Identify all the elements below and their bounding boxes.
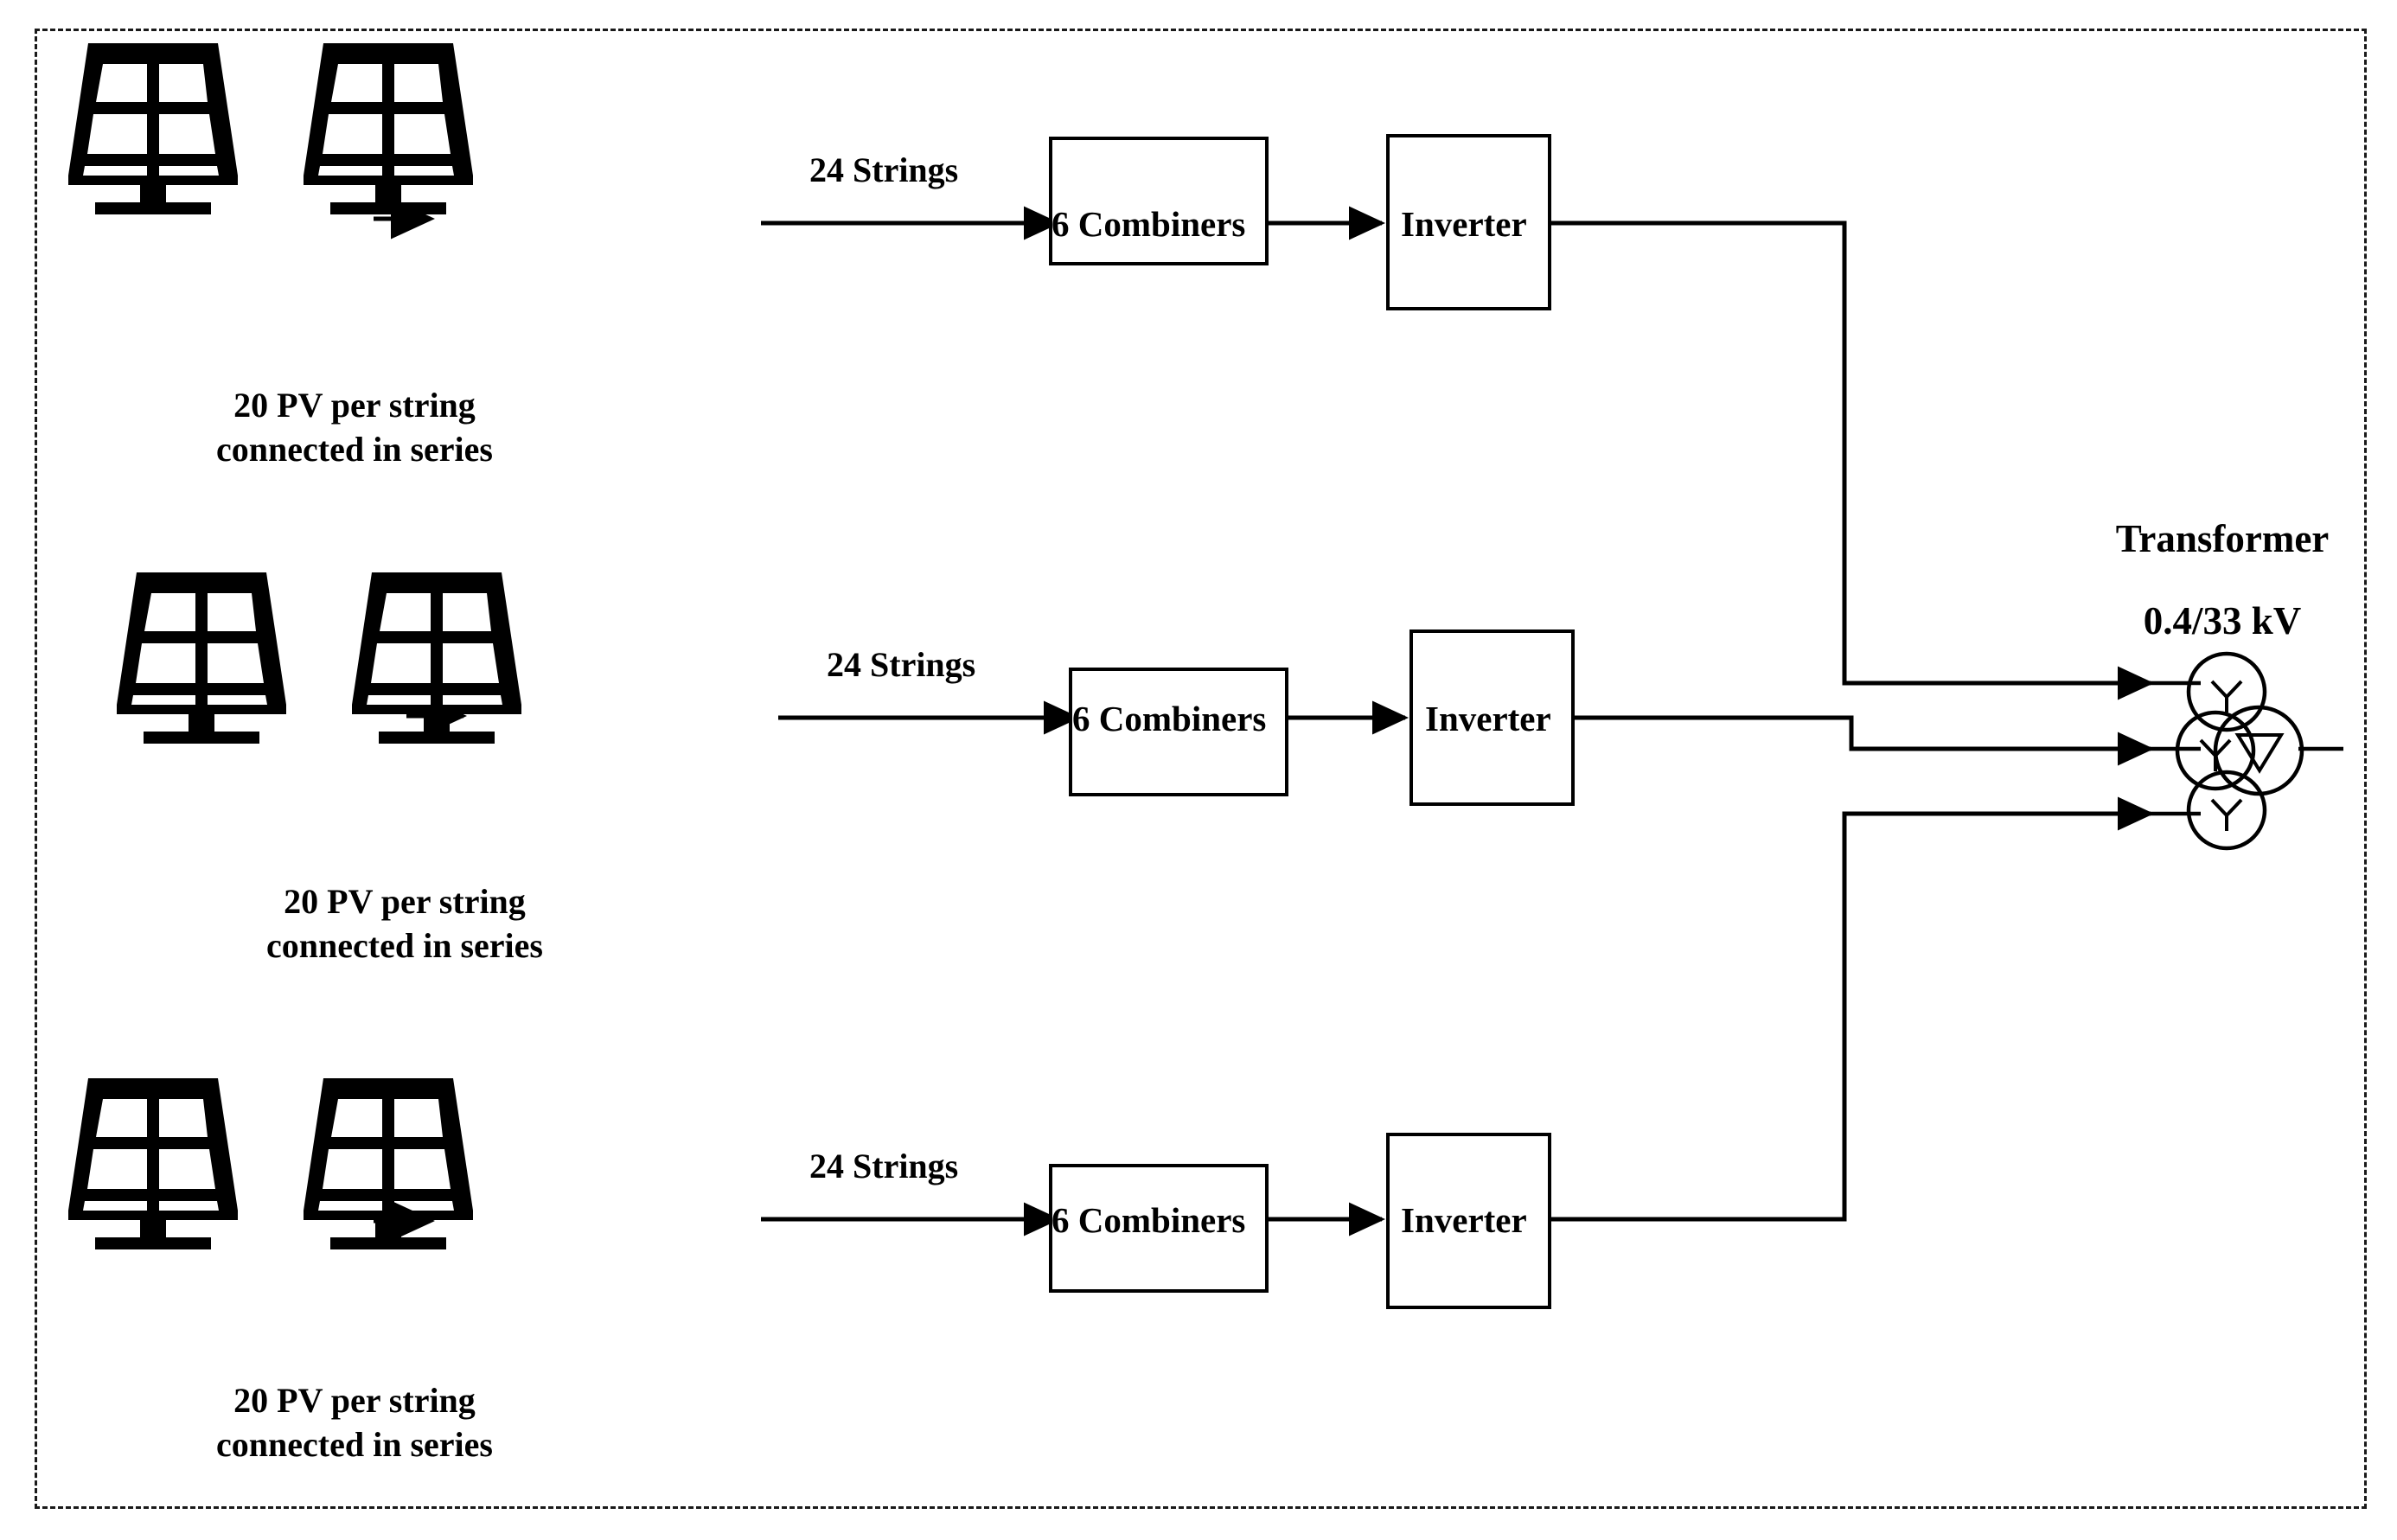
inverter-to-transformer-line (1550, 796, 2155, 1222)
inverter-box[interactable] (1386, 1133, 1551, 1309)
combiner-box[interactable] (1069, 668, 1288, 796)
combiner-box[interactable] (1049, 1164, 1269, 1293)
transformer-winding-top (2186, 651, 2267, 732)
solar-panel-icon (117, 572, 286, 744)
inverter-label: Inverter (1425, 699, 1551, 738)
transformer-icon[interactable] (2136, 651, 2343, 851)
inverter-label: Inverter (1401, 1200, 1527, 1240)
figure-dashed-border (35, 29, 2367, 1509)
combiner-label: 6 Combiners (1051, 1200, 1246, 1240)
transformer-title: Transformer (2115, 517, 2330, 560)
transformer-winding-bottom (2186, 770, 2267, 851)
solar-panel-icon (68, 1078, 238, 1249)
inverter-box[interactable] (1386, 134, 1551, 310)
inverter-to-transformer-line (1550, 220, 2155, 700)
strings-label: 24 Strings (809, 1147, 959, 1185)
solar-panel-icon (304, 1078, 473, 1249)
combiner-label: 6 Combiners (1072, 699, 1267, 738)
transformer-winding-mid (2175, 710, 2256, 791)
pv-caption-line-2: connected in series (216, 1425, 493, 1465)
strings-label: 24 Strings (809, 150, 959, 189)
pv-caption-line-1: 20 PV per string (284, 882, 526, 921)
row-2-group (117, 572, 2155, 806)
pv-string-caption: 20 PV per string connected in series (173, 1378, 536, 1467)
inverter-label: Inverter (1401, 204, 1527, 244)
inverter-to-transformer-line (1573, 715, 2155, 766)
transformer-rating: 0.4/33 kV (2143, 599, 2302, 642)
combiner-label: 6 Combiners (1051, 204, 1246, 244)
solar-panel-icon (68, 43, 238, 214)
solar-panel-icon (304, 43, 473, 214)
pv-caption-line-2: connected in series (216, 430, 493, 470)
pv-caption-line-1: 20 PV per string (233, 1381, 476, 1420)
strings-label: 24 Strings (827, 645, 976, 684)
pv-string-caption: 20 PV per string connected in series (173, 383, 536, 471)
pv-string-caption: 20 PV per string connected in series (223, 879, 586, 968)
row-1-group (68, 43, 2155, 700)
pv-caption-line-1: 20 PV per string (233, 386, 476, 425)
pv-caption-line-2: connected in series (266, 926, 543, 966)
combiner-box[interactable] (1049, 137, 1269, 265)
transformer-winding-delta (2213, 705, 2304, 796)
row-3-group (68, 796, 2155, 1309)
